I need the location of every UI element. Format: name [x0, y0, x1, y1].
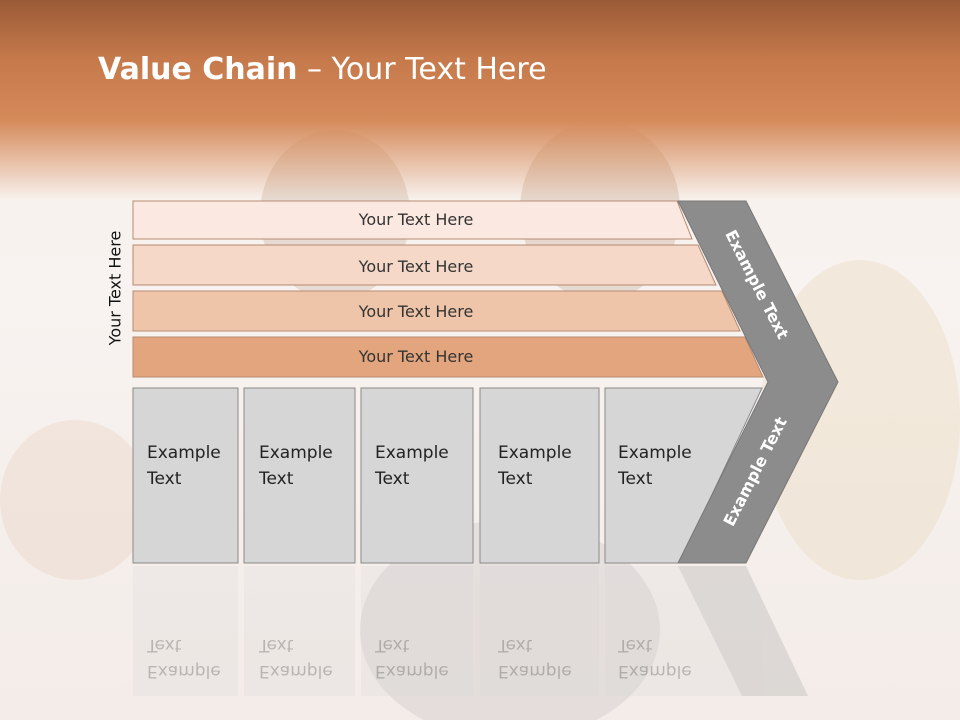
cell-2-text: Example Text	[259, 440, 333, 492]
cell-5-text: Example Text	[618, 440, 692, 492]
cell-1-line1: Example	[147, 443, 221, 463]
bars-group: Your Text Here Your Text Here Your Text …	[132, 200, 764, 378]
title-bold: Value Chain	[98, 52, 298, 87]
chevron-reflection	[678, 566, 808, 696]
cell-3-line2: Text	[375, 469, 410, 489]
cell-2-line1: Example	[259, 443, 333, 463]
cell-4-line2: Text	[498, 469, 533, 489]
cell-2-line2: Text	[259, 469, 294, 489]
cell-1-line2: Text	[147, 469, 182, 489]
cell-3[interactable]	[360, 387, 474, 564]
bar-2-shape[interactable]	[132, 244, 717, 286]
cell-4[interactable]	[479, 387, 600, 564]
cell-4-text: Example Text	[498, 440, 572, 492]
cell-1-reflection	[133, 566, 238, 696]
cell-2-reflection	[244, 566, 355, 696]
title-rest: – Your Text Here	[297, 52, 547, 87]
cell-2[interactable]	[243, 387, 356, 564]
bar-2-label: Your Text Here	[358, 257, 474, 276]
cell-4-line1: Example	[498, 443, 572, 463]
bar-1-label: Your Text Here	[358, 210, 474, 229]
bar-4-shape[interactable]	[132, 336, 764, 378]
header-band	[0, 0, 960, 200]
cell-4-reflection	[480, 566, 599, 696]
bar-4-label: Your Text Here	[358, 347, 474, 366]
bar-1-shape[interactable]	[132, 200, 693, 240]
cell-3-line1: Example	[375, 443, 449, 463]
bar-3-label: Your Text Here	[358, 302, 474, 321]
background-photo-arm	[0, 420, 150, 580]
cell-3-text: Example Text	[375, 440, 449, 492]
cell-1[interactable]	[132, 387, 239, 564]
bar-3-shape[interactable]	[132, 290, 741, 332]
chevron-arrow[interactable]	[677, 200, 839, 564]
cell-3-reflection	[361, 566, 473, 696]
reflection-group	[133, 566, 808, 696]
cell-1-text: Example Text	[147, 440, 221, 492]
cells-group	[132, 387, 763, 564]
cell-5-line1: Example	[618, 443, 692, 463]
cell-5-line2: Text	[618, 469, 653, 489]
cell-5-reflection	[605, 566, 742, 696]
slide-title: Value Chain – Your Text Here	[98, 52, 547, 87]
